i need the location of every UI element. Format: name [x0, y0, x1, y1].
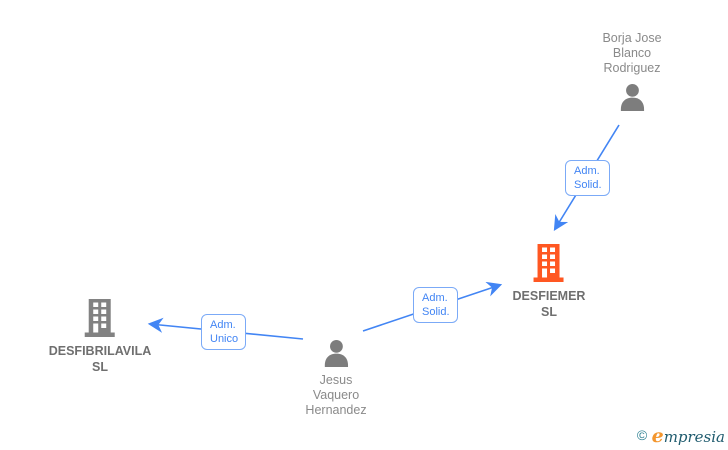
node-label: Jesus Vaquero Hernandez	[305, 373, 367, 417]
node-borja-jose-blanco-rodriguez[interactable]: Borja Jose Blanco Rodriguez	[602, 31, 662, 111]
person-icon	[324, 340, 348, 367]
company-icon	[84, 299, 115, 337]
node-label: DESFIBRILAVILA SL	[48, 344, 152, 374]
node-desfibrilavila-sl[interactable]: DESFIBRILAVILA SL	[48, 299, 152, 375]
edge-label-adm-solid-borja-desfiemer: Adm. Solid.	[565, 160, 610, 196]
person-icon	[620, 84, 644, 111]
copyright-symbol: ©	[636, 427, 648, 443]
node-label: DESFIEMER SL	[512, 289, 586, 319]
node-label: Borja Jose Blanco Rodriguez	[602, 31, 662, 75]
node-desfiemer-sl[interactable]: DESFIEMER SL	[512, 244, 586, 320]
edge-label-adm-unico-jesus-desfibrilavila: Adm. Unico	[201, 314, 247, 350]
company-icon	[534, 244, 564, 282]
empresia-logo[interactable]: © empresia	[637, 425, 725, 447]
edge-label-adm-solid-jesus-desfiemer: Adm. Solid.	[413, 287, 458, 323]
node-jesus-vaquero-hernandez[interactable]: Jesus Vaquero Hernandez	[305, 340, 367, 418]
empresia-brand-text: mpresia	[663, 428, 725, 446]
empresia-brand-initial: e	[651, 425, 664, 447]
